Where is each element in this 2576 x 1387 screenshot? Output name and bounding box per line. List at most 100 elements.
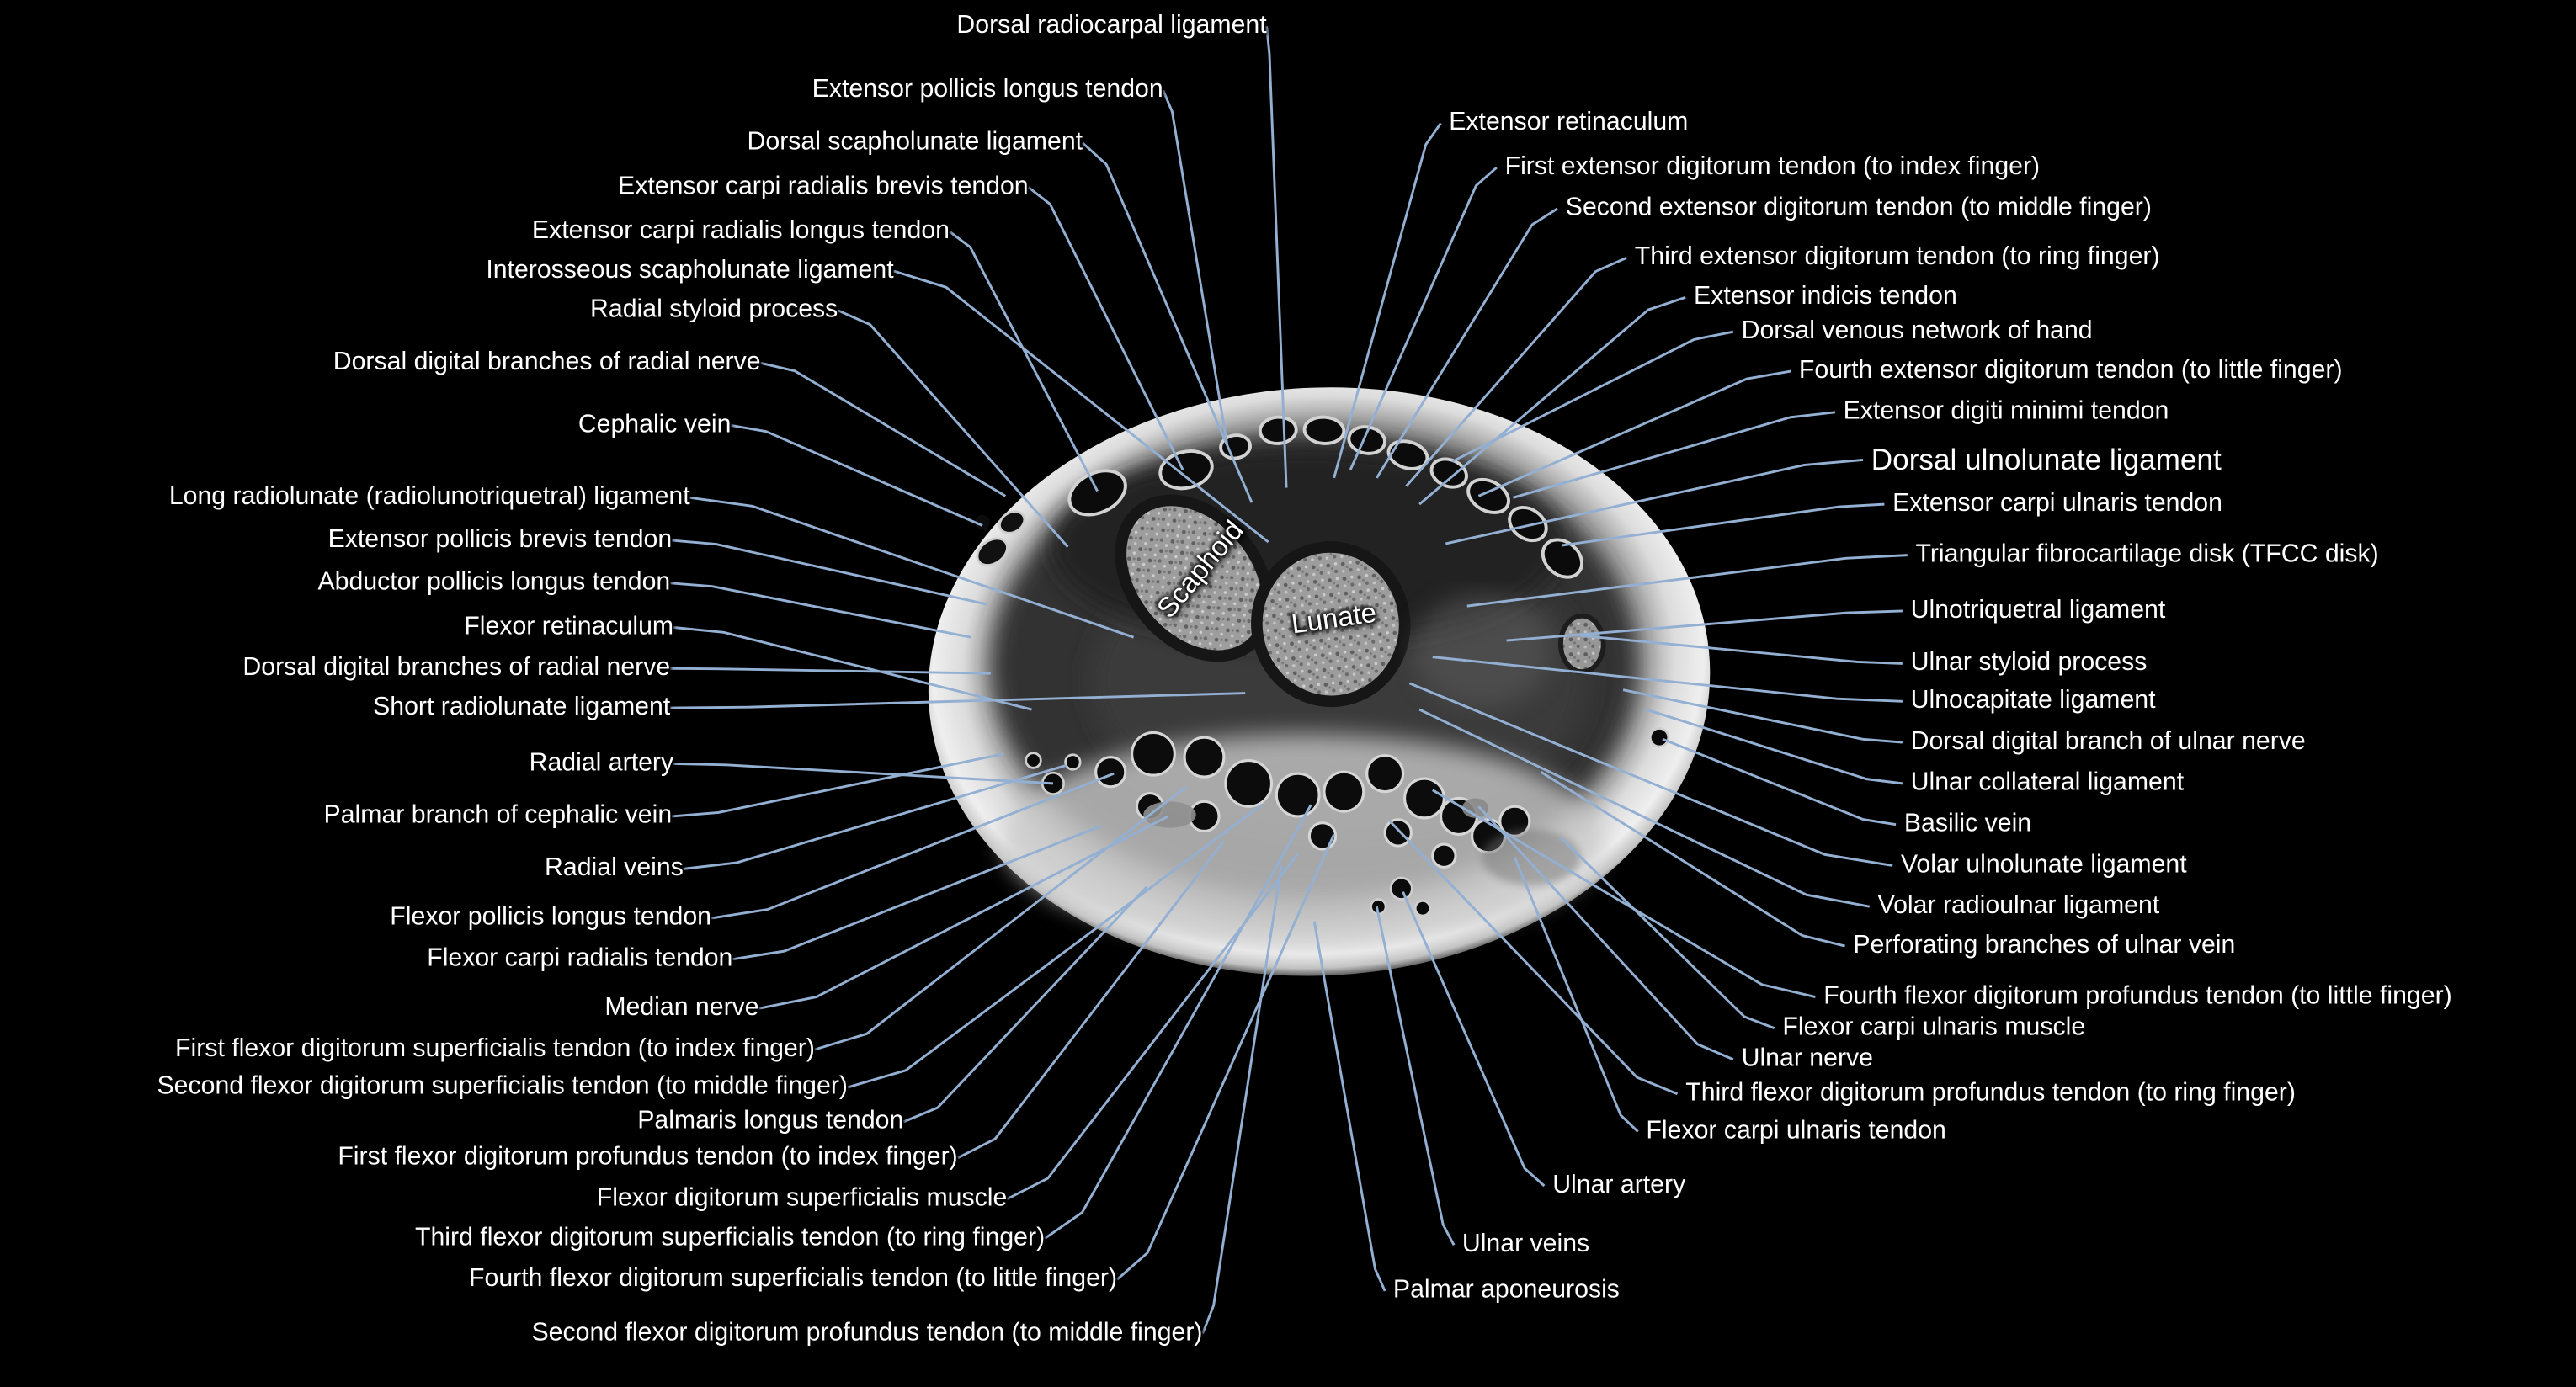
ulnar-artery-spot [1389, 876, 1413, 901]
anatomy-label: Radial veins [545, 853, 684, 882]
anatomy-label: Extensor carpi radialis longus tendon [531, 216, 950, 245]
leader-line [758, 815, 1169, 1010]
anatomy-label: Flexor carpi radialis tendon [427, 944, 733, 973]
anatomy-label: Extensor retinaculum [1449, 108, 1689, 136]
anatomy-label: Dorsal scapholunate ligament [747, 128, 1083, 157]
anatomy-label: Second extensor digitorum tendon (to mid… [1565, 194, 2152, 222]
leader-line [1512, 411, 1836, 499]
leader-line [1513, 857, 1639, 1133]
leader-lines [670, 26, 1908, 1335]
anatomy-label: Triangular fibrocartilage disk (TFCC dis… [1915, 540, 2379, 569]
leader-line [1477, 369, 1791, 497]
anatomy-label: Extensor pollicis longus tendon [812, 75, 1163, 104]
leader-line [1431, 789, 1816, 999]
leader-line [1466, 554, 1908, 608]
leader-line [689, 496, 1135, 639]
leader-line [1116, 833, 1335, 1281]
anatomy-label: Ulnar artery [1552, 1171, 1686, 1199]
leader-line [847, 804, 1263, 1089]
leader-line [1418, 708, 1871, 908]
leader-line [1375, 906, 1456, 1246]
leader-line [1580, 634, 1903, 665]
scaphoid-bone [1115, 494, 1275, 662]
anatomy-label: Third extensor digitorum tendon (to ring… [1634, 242, 2160, 272]
anatomy-label: Radial artery [529, 748, 674, 778]
anatomy-label: Flexor retinaculum [464, 612, 674, 641]
anatomy-label: First extensor digitorum tendon (to inde… [1504, 152, 2041, 181]
anatomy-label: Ulnar nerve [1741, 1044, 1873, 1073]
anatomy-label: Fourth extensor digitorum tendon (to lit… [1798, 356, 2343, 385]
leader-line [1333, 122, 1442, 479]
anatomy-label: Extensor carpi radialis brevis tendon [618, 172, 1029, 201]
anatomy-label: Ulnar styloid process [1910, 648, 2148, 678]
leader-line [1506, 609, 1903, 642]
leader-line [1349, 166, 1498, 470]
leader-line [732, 825, 1102, 961]
anatomy-label: Radial styloid process [590, 295, 838, 324]
anatomy-label: Palmar aponeurosis [1392, 1276, 1620, 1305]
anatomy-label: Volar radioulnar ligament [1877, 891, 2160, 920]
anatomy-label: Ulnar veins [1461, 1230, 1590, 1258]
anatomy-label: Palmar branch of cephalic vein [323, 801, 673, 830]
leader-line [1432, 656, 1903, 703]
leader-line [1477, 805, 1734, 1061]
leader-line [1645, 708, 1903, 785]
leader-line [1405, 257, 1627, 487]
leader-line [949, 230, 1099, 492]
anatomy-label: Dorsal digital branches of radial nerve [333, 348, 761, 376]
leader-line [1559, 837, 1775, 1030]
anatomy-label: Ulnocapitate ligament [1910, 686, 2156, 715]
leader-line [670, 692, 1246, 709]
leader-line [1162, 89, 1229, 446]
leader-line [673, 762, 1054, 785]
anatomy-label: Interosseous scapholunate ligament [486, 256, 894, 284]
anatomy-label: Second flexor digitorum profundus tendon… [531, 1319, 1203, 1347]
leader-line [672, 752, 1004, 818]
anatomy-label: Extensor carpi ulnaris tendon [1892, 489, 2222, 518]
cephalic-vein-spot [975, 514, 990, 530]
anatomy-label: Dorsal digital branch of ulnar nerve [1910, 727, 2306, 756]
leader-line [1388, 820, 1679, 1096]
leader-line [1662, 737, 1897, 826]
leader-line [711, 772, 1115, 920]
leader-line [902, 885, 1148, 1124]
leader-line [1201, 865, 1283, 1335]
leader-line [683, 764, 1067, 870]
anatomy-label: First flexor digitorum superficialis ten… [175, 1034, 815, 1063]
anatomy-label: Palmaris longus tendon [637, 1107, 904, 1135]
leader-line [1044, 804, 1312, 1240]
dorsal-extensor-tendons [1067, 415, 1583, 579]
anatomy-label: Ulnotriquetral ligament [1910, 596, 2166, 624]
leader-line [1312, 921, 1386, 1292]
triquetral-region [1413, 593, 1551, 709]
anatomy-label: Third flexor digitorum profundus tendon … [1685, 1079, 2296, 1108]
anatomy-label: Median nerve [604, 993, 759, 1022]
anatomy-label: Flexor carpi ulnaris tendon [1646, 1117, 1946, 1145]
anatomy-label: Third flexor digitorum superficialis ten… [415, 1223, 1046, 1252]
leader-line [1376, 207, 1558, 479]
anatomy-label: Volar ulnolunate ligament [1900, 850, 2187, 879]
anatomy-label: Extensor digiti minimi tendon [1843, 397, 2169, 426]
anatomy-label: Flexor carpi ulnaris muscle [1782, 1013, 2086, 1042]
wrist-cross-section [928, 387, 1711, 976]
anatomy-label: Flexor pollicis longus tendon [390, 903, 712, 932]
anatomy-label: Extensor pollicis brevis tendon [327, 525, 673, 554]
radial-side-structures [975, 510, 1026, 567]
anatomy-label: Cephalic vein [577, 410, 732, 439]
leader-line [1402, 891, 1546, 1188]
anatomy-label: Flexor digitorum superficialis muscle [596, 1184, 1008, 1213]
leader-line [673, 626, 1032, 711]
anatomy-label: Ulnar collateral ligament [1910, 768, 2185, 797]
leader-line [814, 785, 1187, 1051]
leader-line [957, 840, 1226, 1160]
leader-line [1006, 853, 1299, 1200]
leader-line [1540, 770, 1845, 948]
leader-line [1408, 682, 1893, 867]
anatomy-label: Second flexor digitorum superficialis te… [157, 1072, 848, 1101]
leader-line [1082, 141, 1253, 503]
leader-line [731, 424, 983, 527]
leader-line [670, 667, 991, 675]
